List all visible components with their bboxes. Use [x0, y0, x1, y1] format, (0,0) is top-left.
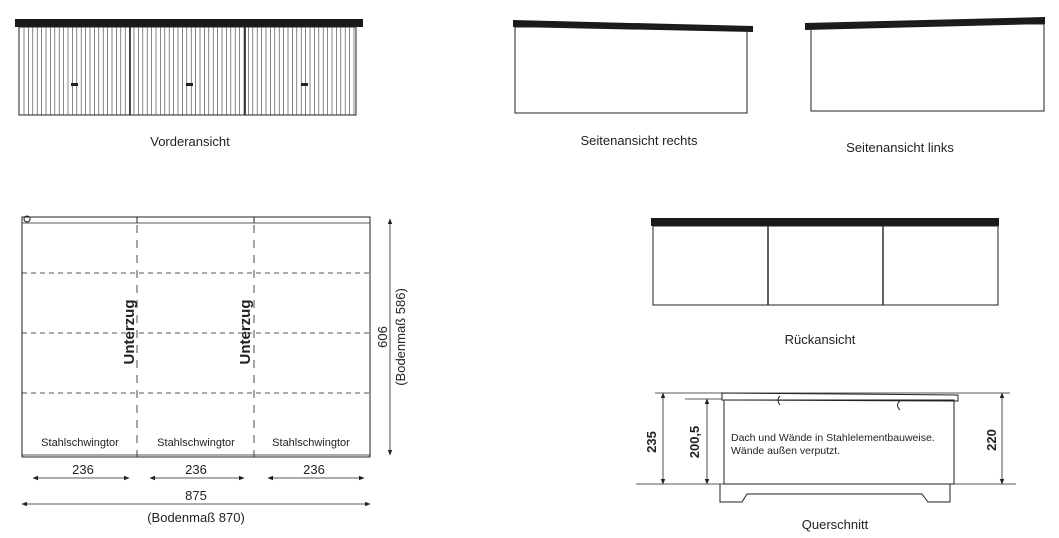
door-label: Stahlschwingtor [157, 437, 235, 449]
height-inner-label: 200,5 [687, 426, 702, 459]
beam-label: Unterzug [237, 300, 254, 365]
door-handle-icon [301, 83, 308, 86]
section-foundation [719, 484, 951, 503]
plan-view [21, 215, 371, 458]
rear-outline [652, 225, 999, 306]
section-body [723, 399, 955, 485]
section-note-line1: Dach und Wände in Stahlelementbauweise. [731, 432, 935, 444]
floor-depth-label: (Bodenmaß 586) [393, 288, 408, 386]
section-note-line2: Wände außen verputzt. [731, 445, 840, 457]
door-label: Stahlschwingtor [272, 437, 350, 449]
height-right-label: 220 [984, 429, 999, 451]
front-view-label: Vorderansicht [150, 134, 230, 149]
section-roof [721, 392, 959, 402]
side-view-right [513, 20, 753, 114]
plan-dimensions [21, 218, 393, 507]
section-label: Querschnitt [802, 517, 869, 532]
rear-roof-fascia [651, 218, 999, 226]
bay-width-label: 236 [72, 462, 94, 477]
side-right-label: Seitenansicht rechts [580, 133, 698, 148]
door-label: Stahlschwingtor [41, 437, 119, 449]
plan-outline [21, 216, 371, 458]
door-handle-icon [186, 83, 193, 86]
beam-hook-icon [897, 400, 901, 411]
cross-section [636, 392, 1016, 503]
side-left-outline [810, 23, 1045, 112]
side-left-label: Seitenansicht links [846, 140, 954, 155]
downpipe-icon [23, 215, 31, 223]
total-width-label: 875 [185, 488, 207, 503]
front-view [15, 19, 363, 116]
floor-width-label: (Bodenmaß 870) [147, 510, 245, 525]
rear-view [651, 218, 999, 306]
side-right-outline [514, 26, 748, 114]
beam-hook-icon [777, 395, 781, 406]
height-total-label: 235 [644, 431, 659, 453]
front-outline [18, 26, 357, 116]
door-handle-icon [71, 83, 78, 86]
beam-label: Unterzug [121, 300, 138, 365]
rear-view-label: Rückansicht [785, 332, 856, 347]
front-door-slats [23, 27, 355, 115]
side-view-left [805, 17, 1045, 112]
depth-label: 606 [375, 326, 390, 348]
front-roof-fascia [15, 19, 363, 27]
side-right-roof [513, 20, 753, 32]
bay-width-label: 236 [185, 462, 207, 477]
bay-width-label: 236 [303, 462, 325, 477]
